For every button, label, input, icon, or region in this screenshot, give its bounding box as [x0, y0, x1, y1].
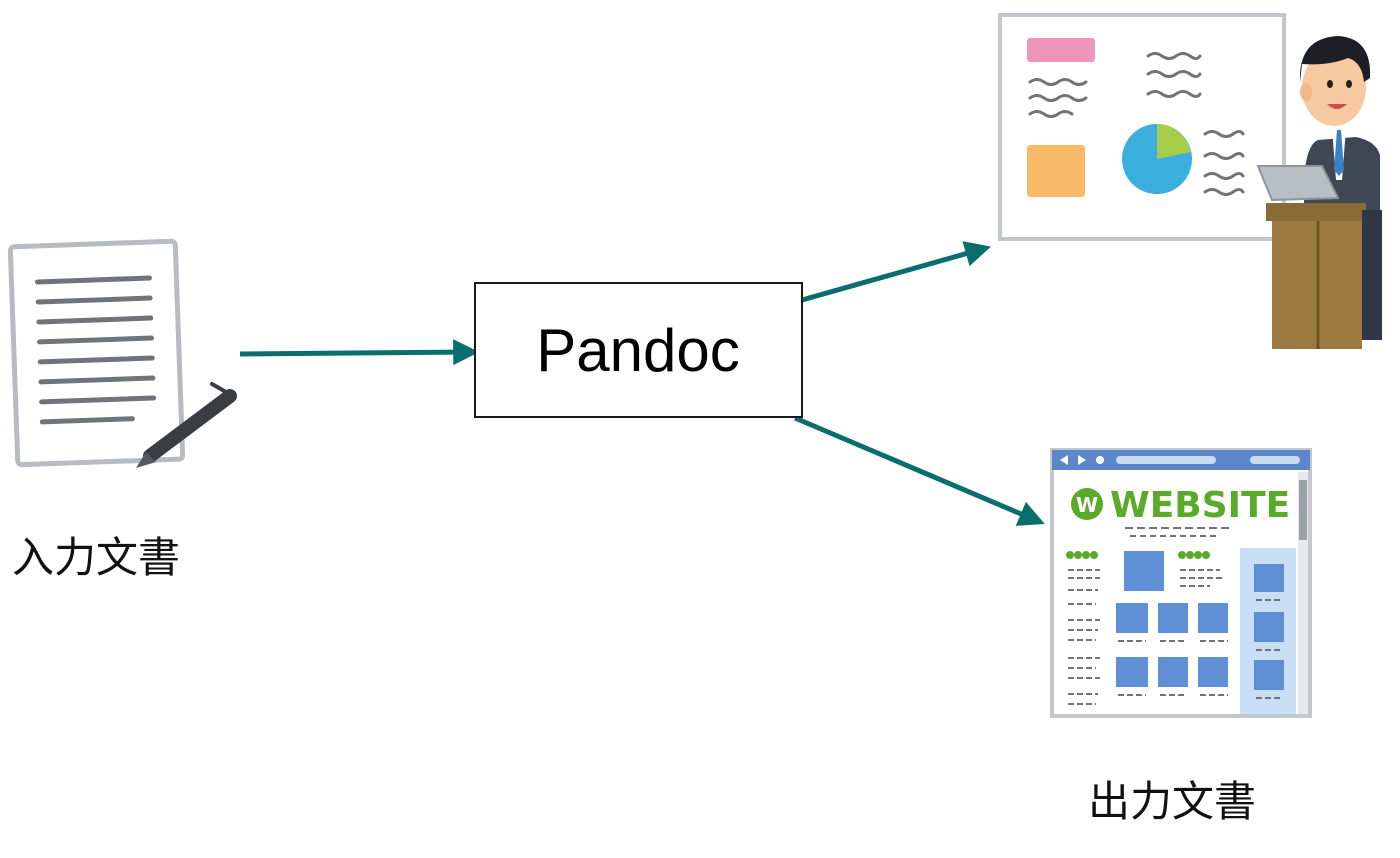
- output-label: 出力文書: [1088, 777, 1256, 826]
- pandoc-box: Pandoc: [474, 282, 803, 418]
- input-label: 入力文書: [12, 533, 180, 582]
- website-logo-letter: W: [1076, 493, 1098, 517]
- presenter-slides-icon: [998, 13, 1382, 349]
- document-with-pen-icon: [7, 238, 237, 468]
- pen-icon: [136, 382, 237, 468]
- arrow-input-to-pandoc: [239, 339, 480, 366]
- website-browser-icon: W WEBSITE: [1050, 448, 1312, 718]
- website-title: WEBSITE: [1110, 485, 1290, 526]
- arrow-pandoc-to-presentation: [801, 241, 992, 303]
- pandoc-label: Pandoc: [536, 317, 740, 384]
- arrow-pandoc-to-website: [794, 415, 1045, 526]
